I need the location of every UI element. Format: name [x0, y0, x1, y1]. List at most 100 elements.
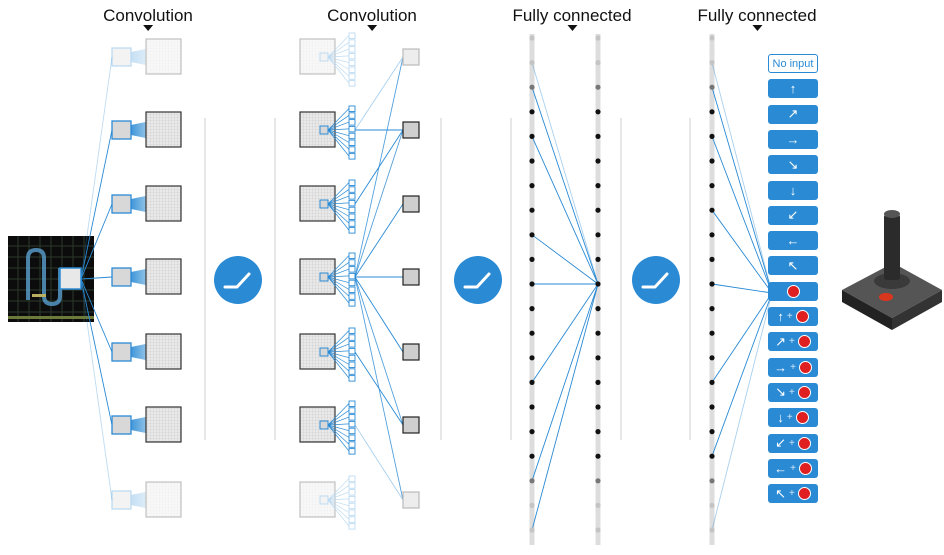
action-output: ↑	[768, 79, 818, 99]
filter-line	[327, 416, 350, 426]
fc-node	[529, 256, 535, 262]
fc-node	[595, 183, 601, 189]
filter-weight	[348, 139, 356, 146]
action-output: ↙+	[768, 433, 818, 453]
fire-icon	[797, 436, 811, 450]
filter-weight	[348, 112, 356, 119]
fc-node	[709, 84, 715, 90]
filter-weight	[348, 213, 356, 220]
filter-line	[327, 129, 350, 150]
fc-node	[595, 281, 601, 287]
filter-weight	[348, 266, 356, 273]
conv1-unit	[111, 406, 182, 443]
conv2-output	[402, 121, 420, 139]
conv1-unit	[111, 258, 182, 295]
input-to-filter-line	[80, 278, 113, 501]
filter-line	[327, 255, 350, 278]
filter-patch	[319, 199, 329, 209]
arrow-icon: ↗	[775, 333, 787, 349]
filter-line	[327, 337, 350, 353]
fc-node	[709, 109, 715, 115]
fc-node	[709, 60, 715, 66]
fc2-connection	[711, 283, 773, 294]
filter-weight	[348, 368, 356, 375]
input-to-filter-line	[80, 56, 113, 280]
filter-patch	[319, 125, 329, 135]
filter-patch	[111, 120, 132, 140]
fc-node	[595, 306, 601, 312]
fc-node	[529, 429, 535, 435]
fc-node	[709, 527, 715, 533]
arrow-icon: ↙	[787, 207, 799, 223]
fc-node	[709, 478, 715, 484]
filter-weight	[348, 400, 356, 407]
conv2-output	[402, 343, 420, 361]
conv2-output	[402, 195, 420, 213]
fire-icon	[797, 487, 811, 501]
filter-patch	[319, 495, 329, 505]
filter-patch	[319, 272, 329, 282]
arrow-icon: →	[774, 359, 788, 375]
fc-node	[709, 183, 715, 189]
action-output: ←	[768, 231, 818, 251]
filter-line	[327, 115, 350, 131]
game-maze-path	[26, 247, 62, 307]
conv2-connection	[354, 56, 404, 278]
filter-weight	[348, 153, 356, 160]
arrow-icon: ↓	[789, 182, 797, 198]
action-label: No input	[772, 57, 814, 70]
conv2-output	[402, 48, 420, 66]
filter-weight	[348, 279, 356, 287]
conv2-connection	[354, 276, 404, 353]
filter-weight	[348, 509, 356, 516]
conv2-connection	[354, 56, 404, 131]
fc-node	[595, 133, 601, 139]
plus-icon: +	[789, 386, 795, 398]
fc-node	[709, 453, 715, 459]
joystick-side	[842, 290, 892, 330]
fc-node	[529, 281, 535, 287]
fc-node	[709, 207, 715, 213]
fc-node	[529, 379, 535, 385]
feature-map	[145, 111, 182, 148]
plus-icon: +	[786, 311, 793, 322]
fc-node	[529, 478, 535, 484]
fc2-connection	[711, 292, 773, 383]
fc-node	[595, 478, 601, 484]
filter-weight	[348, 46, 356, 53]
filter-weight	[348, 327, 356, 334]
filter-line	[327, 203, 350, 211]
relu-circle	[214, 256, 262, 304]
filter-weight	[348, 119, 356, 126]
filter-line	[327, 499, 350, 527]
plus-icon: +	[789, 488, 795, 500]
filter-line	[327, 424, 350, 445]
joystick-side	[892, 290, 942, 330]
feature-map	[299, 481, 336, 518]
fc2-connection	[711, 292, 773, 457]
action-output: ↖+	[768, 484, 818, 504]
fire-icon	[797, 385, 811, 399]
conv2-unit	[299, 327, 356, 382]
arrow-icon: →	[786, 131, 800, 147]
filter-weight	[348, 427, 356, 435]
filter-weight	[348, 407, 356, 414]
conv2-unit	[299, 32, 356, 87]
filter-weight	[348, 80, 356, 87]
fc-node	[595, 404, 601, 410]
fc-node	[529, 306, 535, 312]
filter-line	[327, 203, 350, 231]
filter-weight	[348, 193, 356, 200]
fc1-connection	[531, 234, 599, 285]
filter-weight	[348, 502, 356, 510]
conv2-unit	[299, 179, 356, 234]
input-to-filter-line	[80, 276, 113, 280]
fc-node	[709, 330, 715, 336]
filter-weight	[348, 375, 356, 382]
filter-line	[327, 108, 350, 131]
fc-node	[529, 158, 535, 164]
filter-weight	[348, 434, 356, 441]
action-output	[768, 281, 818, 301]
fc2-connection	[711, 292, 773, 531]
filter-weight	[348, 475, 356, 482]
